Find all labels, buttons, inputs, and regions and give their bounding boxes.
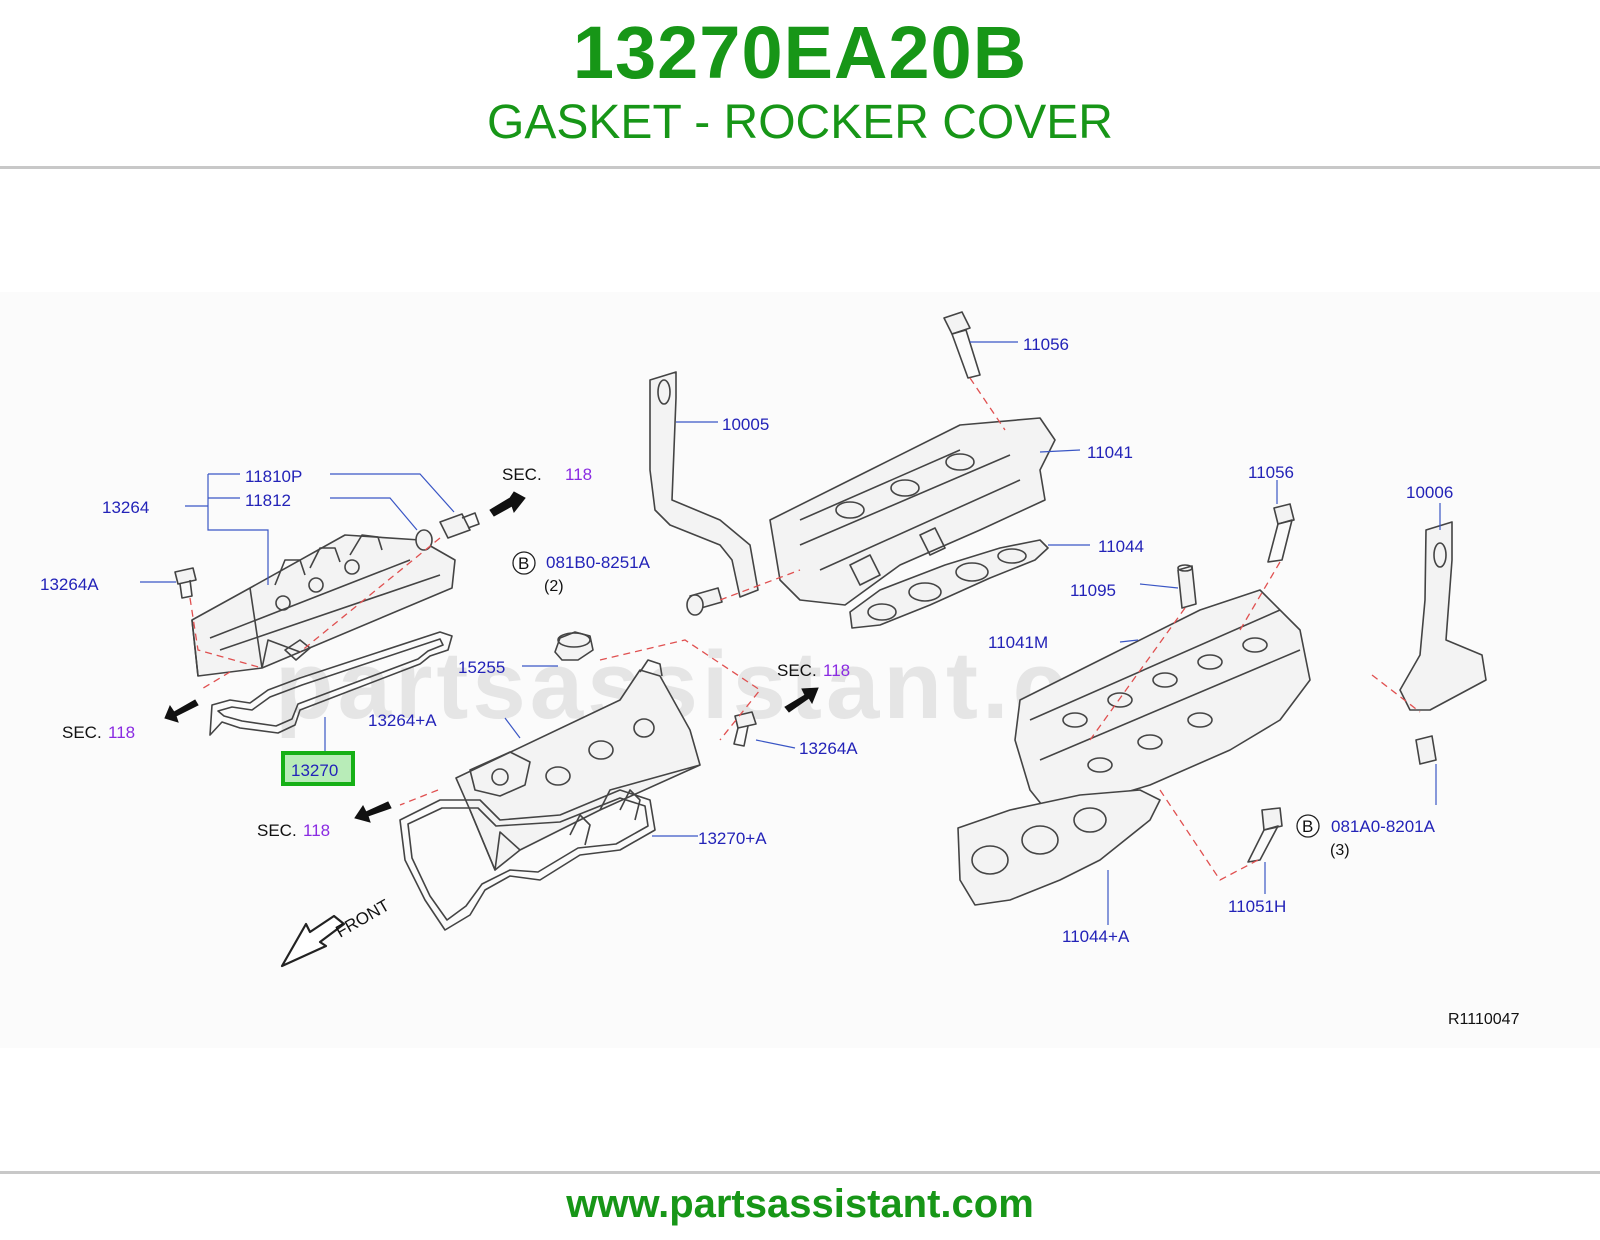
- circle-b-marker-mid: [512, 551, 536, 575]
- cylinder-head-11041M-drawing: [1014, 589, 1311, 816]
- label-11095[interactable]: 11095: [1070, 581, 1116, 600]
- pcv-valve-drawing: [415, 512, 480, 551]
- sec-arrow-mid[interactable]: [784, 687, 819, 713]
- footer-url-link[interactable]: www.partsassistant.com: [566, 1182, 1034, 1226]
- label-13264A-left[interactable]: 13264A: [40, 575, 99, 594]
- label-10005[interactable]: 10005: [722, 415, 769, 434]
- sec-label-left-prefix[interactable]: SEC.: [62, 723, 102, 742]
- rocker-gasket-left-drawing: [209, 631, 453, 736]
- circle-b-label-mid: B: [518, 554, 529, 573]
- label-11812[interactable]: 11812: [245, 491, 291, 510]
- sec-arrow-left[interactable]: [164, 699, 199, 723]
- sec-arrow-top[interactable]: [489, 491, 526, 517]
- sec-label-top-num[interactable]: 118: [565, 465, 592, 484]
- rocker-gasket-right-drawing: [399, 789, 656, 931]
- label-15255[interactable]: 15255: [458, 658, 505, 677]
- label-11056-right[interactable]: 11056: [1248, 463, 1294, 482]
- head-gasket-11044-drawing: [849, 539, 1049, 629]
- label-081A0-8201A[interactable]: 081A0-8201A: [1331, 817, 1436, 836]
- head-gasket-11044pA-drawing: [957, 789, 1161, 906]
- front-arrow-icon: [280, 914, 346, 968]
- oil-filler-cap-drawing: [554, 631, 594, 661]
- sec-label-mid-num[interactable]: 118: [823, 661, 850, 680]
- bolt-11056-right-drawing: [1267, 503, 1295, 563]
- sec-label-mid-prefix[interactable]: SEC.: [777, 661, 817, 680]
- dowel-11095-drawing: [1177, 564, 1197, 609]
- bolt-11051H-drawing: [1247, 807, 1283, 863]
- bracket-10006-drawing: [1399, 521, 1487, 765]
- sec-label-top-prefix[interactable]: SEC.: [502, 465, 542, 484]
- sec-arrow-bottom[interactable]: [354, 801, 392, 823]
- circle-b-label-right: B: [1302, 817, 1313, 836]
- part-name-subtitle: GASKET - ROCKER COVER: [487, 96, 1113, 149]
- label-11044[interactable]: 11044: [1098, 537, 1144, 556]
- bolt-13264A-left-drawing: [174, 567, 197, 599]
- footer-divider: [0, 1171, 1600, 1174]
- header: 13270EA20B GASKET - ROCKER COVER: [0, 0, 1600, 170]
- label-13264[interactable]: 13264: [102, 498, 149, 517]
- label-11056-top[interactable]: 11056: [1023, 335, 1069, 354]
- label-11041[interactable]: 11041: [1087, 443, 1133, 462]
- sec-label-bottom-prefix[interactable]: SEC.: [257, 821, 297, 840]
- cylinder-head-11041-drawing: [769, 417, 1056, 606]
- part-number-title: 13270EA20B: [572, 11, 1028, 94]
- label-13270[interactable]: 13270: [291, 761, 338, 780]
- diagram-panel: [0, 292, 1600, 1048]
- bracket-10005-drawing: [649, 371, 759, 616]
- bolt-13264A-mid-drawing: [733, 711, 757, 747]
- sec-label-left-num[interactable]: 118: [108, 723, 135, 742]
- rocker-cover-left-drawing: [191, 534, 456, 677]
- label-13270pA[interactable]: 13270+A: [698, 829, 767, 848]
- highlighted-part-box[interactable]: [281, 751, 355, 786]
- label-11041M[interactable]: 11041M: [988, 633, 1048, 652]
- label-081A0-qty: (3): [1330, 842, 1350, 859]
- label-11051H[interactable]: 11051H: [1228, 897, 1286, 916]
- label-11044pA[interactable]: 11044+A: [1062, 927, 1130, 946]
- bolt-11056-top-drawing: [943, 311, 981, 379]
- label-11810P[interactable]: 11810P: [245, 467, 302, 486]
- label-10006[interactable]: 10006: [1406, 483, 1453, 502]
- header-divider: [0, 166, 1600, 169]
- diagram-reference-code: R1110047: [1448, 1011, 1520, 1028]
- sec-label-bottom-num[interactable]: 118: [303, 821, 330, 840]
- label-13264pA[interactable]: 13264+A: [368, 711, 437, 730]
- label-081B0-qty: (2): [544, 578, 564, 595]
- label-081B0-8251A[interactable]: 081B0-8251A: [546, 553, 651, 572]
- circle-b-marker-right: [1296, 814, 1320, 838]
- label-13264A-mid[interactable]: 13264A: [799, 739, 858, 758]
- front-label: FRONT: [333, 896, 393, 942]
